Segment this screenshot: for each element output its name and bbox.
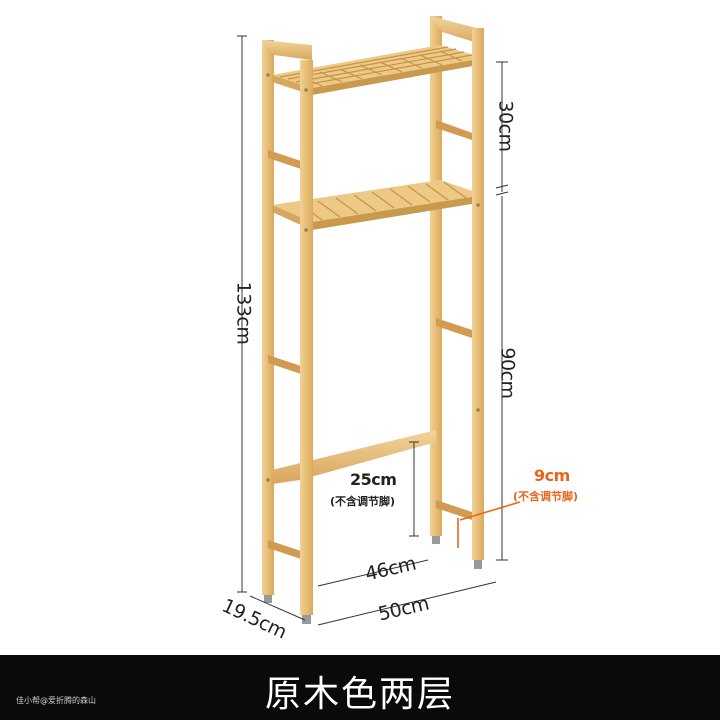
shelf-rack-illustration: [237, 16, 521, 626]
back-right-post: [430, 16, 442, 536]
left-rung-1: [268, 150, 304, 170]
bottom-banner: 佳小帮@爱折腾的森山 原木色两层: [0, 655, 720, 720]
label-shelf-gap: 30cm: [494, 100, 517, 152]
dim-line-inner-width: [317, 559, 429, 587]
front-right-post: [472, 45, 484, 560]
label-crossbar-height: 25cm: [350, 470, 397, 489]
label-foot-note: (不含调节脚): [513, 490, 579, 503]
left-rung-3: [268, 540, 304, 560]
label-leg-height: 90cm: [496, 347, 519, 399]
right-rung-1: [436, 120, 478, 142]
top-right-frame: [430, 16, 484, 45]
upper-shelf: [272, 45, 484, 95]
foot-back-left: [264, 595, 272, 603]
banner-title: 原木色两层: [264, 674, 455, 715]
top-left-frame: [262, 40, 312, 60]
back-left-post: [262, 40, 274, 595]
label-crossbar-note: (不含调节脚): [330, 495, 396, 508]
right-rung-3: [436, 500, 478, 522]
watermark-text: 佳小帮@爱折腾的森山: [16, 696, 96, 705]
dim-line-outer-width: [317, 581, 497, 626]
product-scene: 133cm 30cm 90cm 25cm (不含调节脚) 9cm (不含调节脚)…: [219, 16, 579, 643]
foot-front-right: [474, 560, 482, 569]
front-left-post: [300, 60, 313, 615]
foot-back-right: [432, 536, 440, 544]
label-total-height: 133cm: [232, 281, 255, 345]
dim-line-depth: [249, 595, 306, 621]
right-rung-2: [436, 318, 478, 340]
left-rung-2: [268, 355, 304, 375]
foot-front-left: [302, 615, 311, 624]
label-foot-height: 9cm: [534, 466, 570, 485]
